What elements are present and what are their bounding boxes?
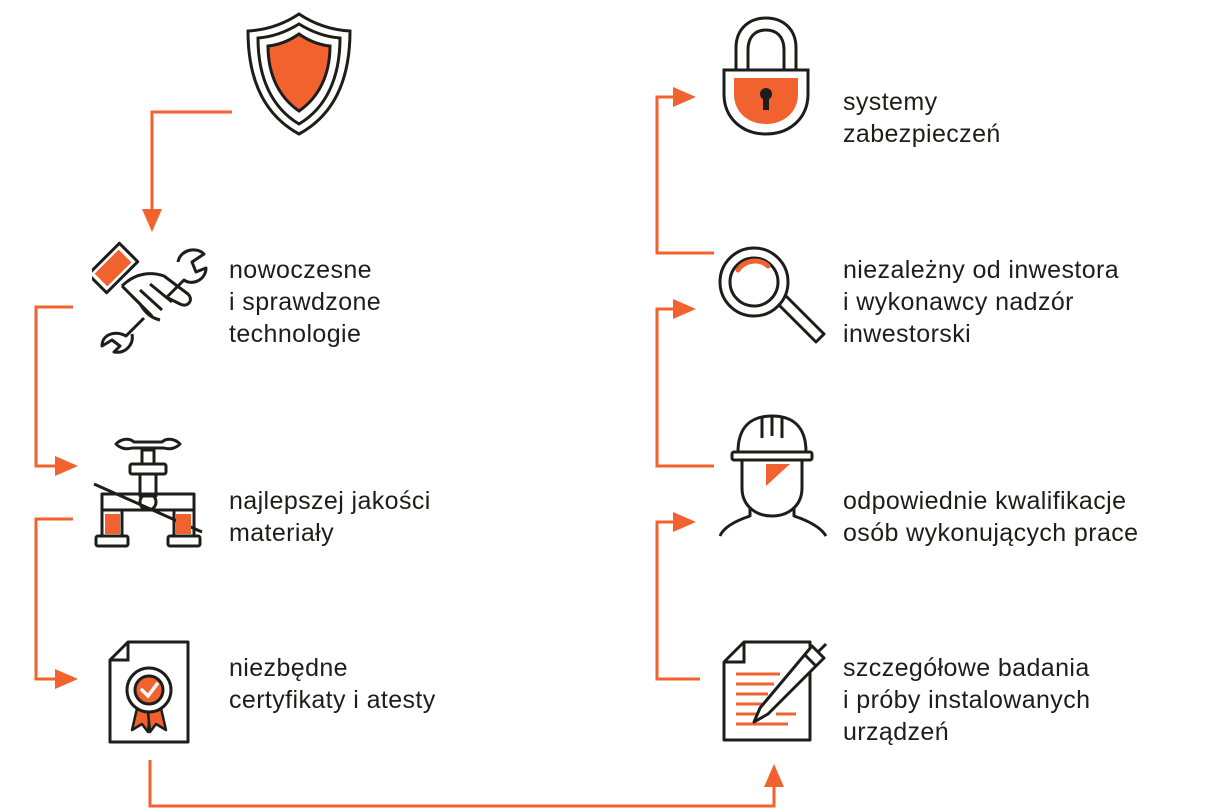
label-supervision: niezależny od inwestora i wykonawcy nadz…	[843, 254, 1119, 350]
label-line: odpowiednie kwalifikacje	[843, 487, 1127, 515]
valve-icon	[93, 437, 203, 548]
label-line: niezbędne	[229, 654, 348, 682]
label-line: szczegółowe badania	[843, 654, 1090, 682]
label-line: najlepszej jakości	[229, 487, 431, 515]
padlock-icon	[722, 16, 810, 136]
label-qualifications: odpowiednie kwalifikacje osób wykonujący…	[843, 485, 1138, 549]
label-line: systemy	[843, 88, 938, 116]
magnifier-icon	[718, 246, 826, 344]
worker-helmet-icon	[718, 414, 828, 537]
label-line: i próby instalowanych	[843, 686, 1091, 714]
arrowhead	[764, 764, 784, 787]
arrow-valve-to-certificate	[34, 517, 73, 681]
label-certificates: niezbędne certyfikaty i atesty	[229, 652, 436, 716]
document-pen-icon	[722, 640, 828, 742]
arrow-certificate-to-document	[148, 760, 776, 808]
arrow-tools-to-valve	[34, 305, 73, 468]
arrow-shield-to-tools	[150, 110, 232, 212]
arrowhead	[673, 87, 696, 107]
arrowhead	[673, 512, 696, 532]
arrowhead	[673, 299, 696, 319]
arrow-magnifier-to-padlock	[655, 95, 714, 255]
label-line: certyfikaty i atesty	[229, 686, 436, 714]
label-line: inwestorski	[843, 320, 972, 348]
shield-icon	[246, 12, 352, 136]
arrowhead	[55, 456, 78, 476]
label-line: technologie	[229, 320, 362, 348]
arrowhead	[142, 209, 162, 232]
label-line: urządzeń	[843, 718, 950, 746]
label-technologies: nowoczesne i sprawdzone technologie	[229, 254, 381, 350]
arrowhead	[55, 669, 78, 689]
label-line: niezależny od inwestora	[843, 256, 1120, 284]
arrow-worker-to-magnifier	[655, 307, 714, 468]
label-security-systems: systemy zabezpieczeń	[843, 86, 1001, 150]
arrow-document-to-worker	[655, 520, 700, 681]
label-testing: szczegółowe badania i próby instalowanyc…	[843, 652, 1090, 748]
label-line: materiały	[229, 519, 335, 547]
label-line: osób wykonujących prace	[843, 519, 1139, 547]
hand-wrench-icon	[92, 241, 208, 354]
label-line: i sprawdzone	[229, 288, 382, 316]
label-line: zabezpieczeń	[843, 120, 1001, 148]
label-line: i wykonawcy nadzór	[843, 288, 1074, 316]
certificate-icon	[108, 640, 190, 744]
label-line: nowoczesne	[229, 256, 372, 284]
label-materials: najlepszej jakości materiały	[229, 485, 431, 549]
